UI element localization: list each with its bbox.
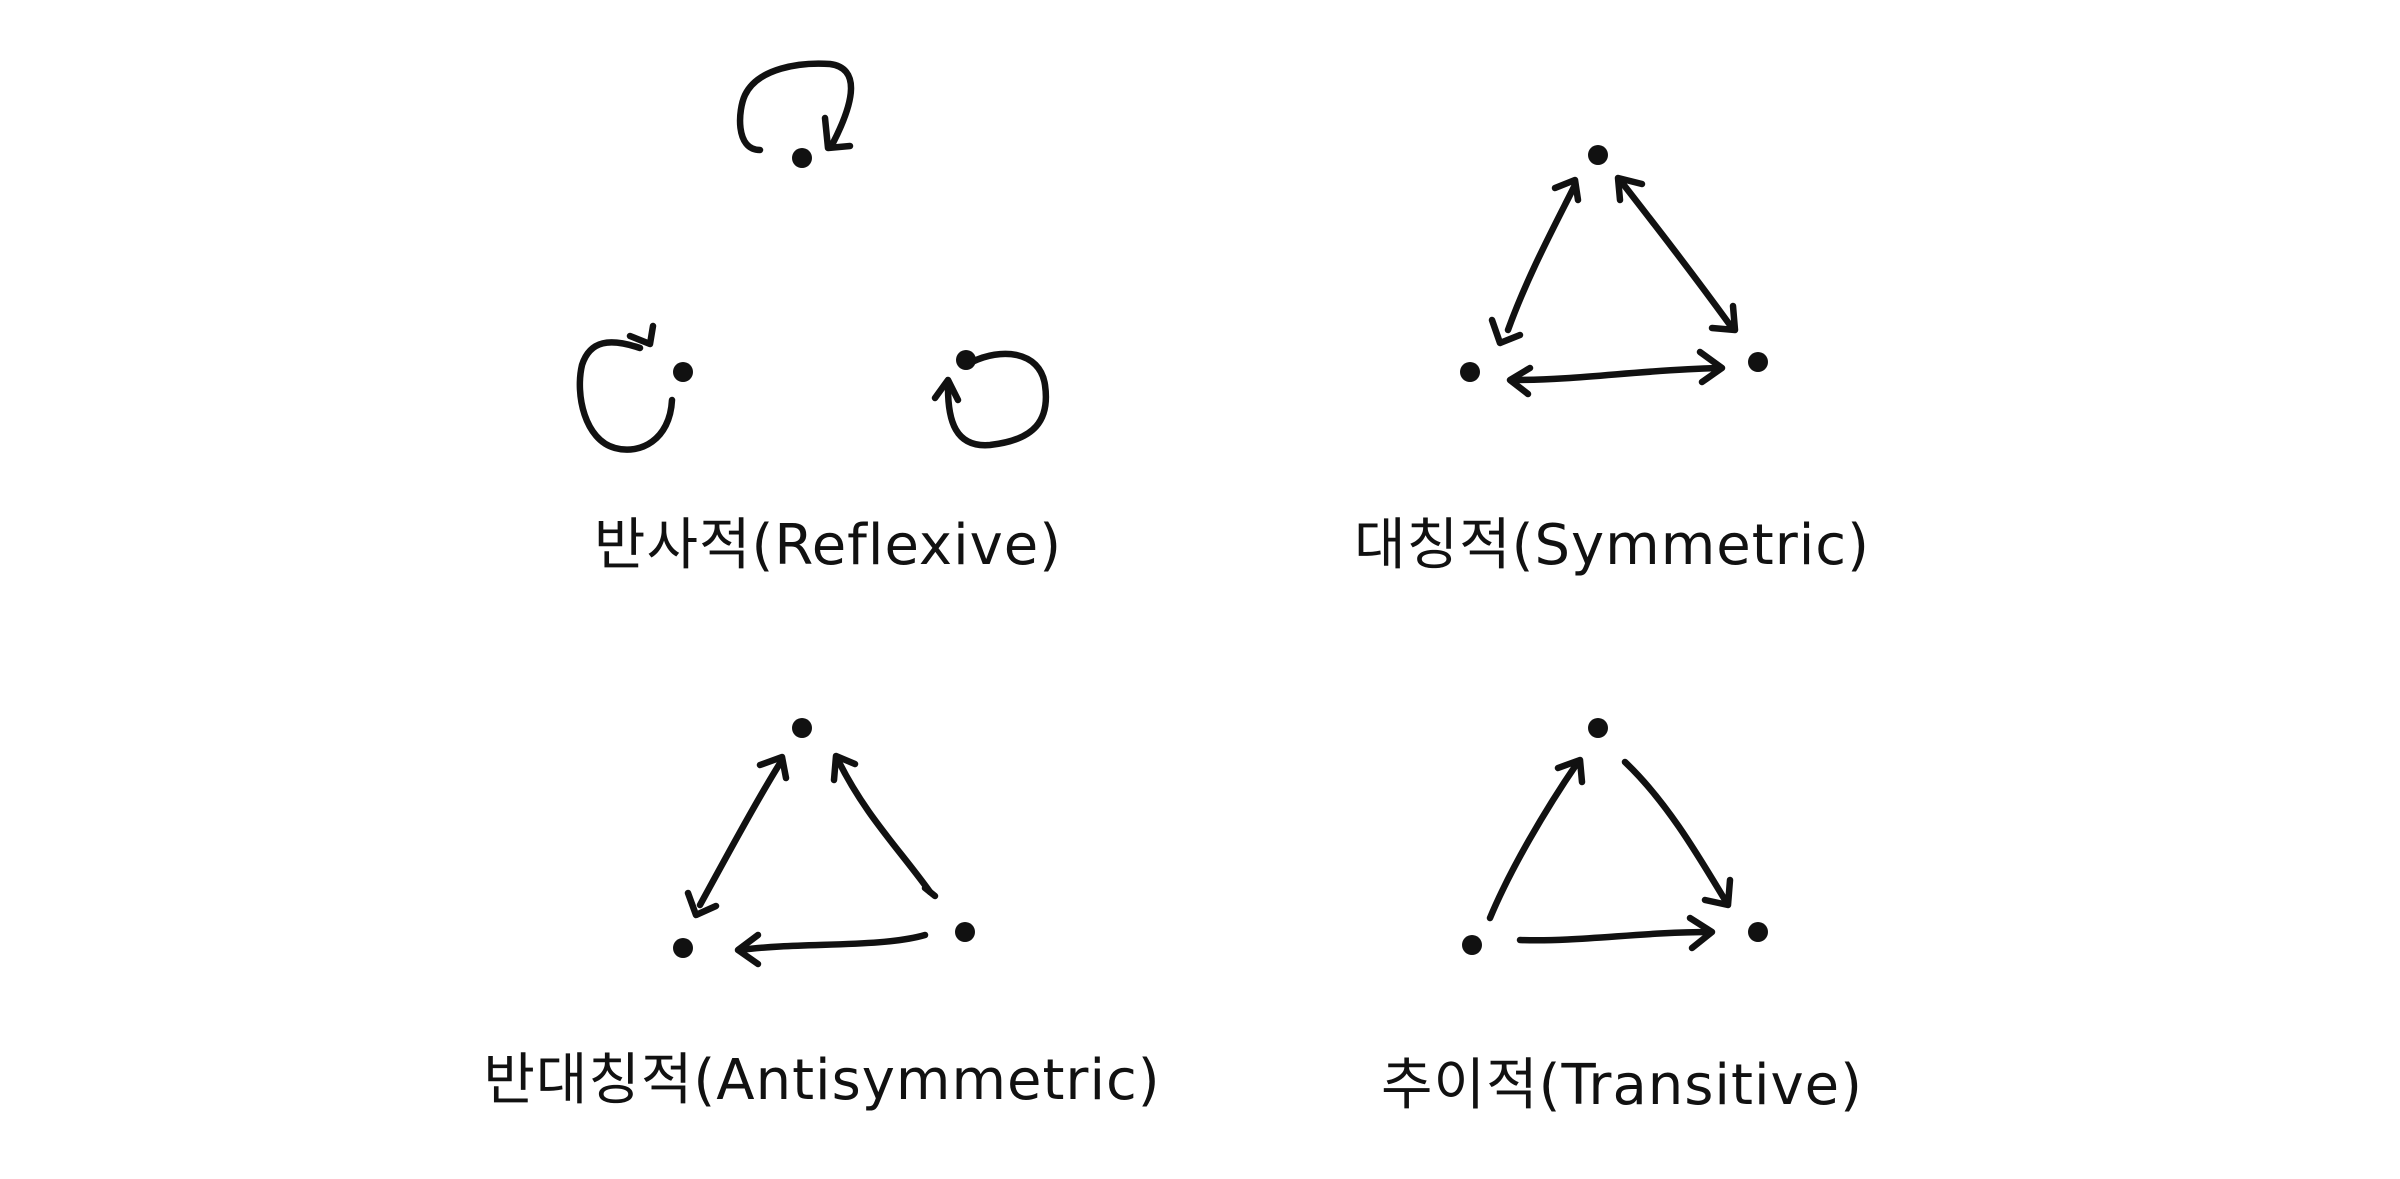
node-left bbox=[673, 362, 693, 382]
edge-top-left bbox=[1504, 181, 1579, 334]
self-loop-left-arrowhead bbox=[626, 322, 657, 348]
node-left bbox=[1462, 935, 1482, 955]
edge-top-left-arrowhead-top bbox=[756, 753, 790, 782]
reflexive-diagram bbox=[576, 60, 1050, 453]
edge-left-to-right-arrowhead bbox=[1686, 914, 1716, 952]
node-left bbox=[673, 938, 693, 958]
edge-top-left-arrowhead-bottom bbox=[1488, 316, 1524, 347]
edge-top-left bbox=[696, 756, 786, 909]
node-top bbox=[1588, 718, 1608, 738]
edge-left-right-arrowhead-left bbox=[1506, 364, 1534, 398]
edge-top-to-right-arrowhead bbox=[1701, 876, 1734, 909]
node-left bbox=[1460, 362, 1480, 382]
edge-right-to-left-arrowhead bbox=[734, 931, 762, 968]
edge-right-to-left bbox=[736, 931, 929, 954]
node-right bbox=[1748, 352, 1768, 372]
edge-top-left-arrowhead-bottom bbox=[684, 889, 720, 919]
antisymmetric-label: 반대칭적(Antisymmetric) bbox=[483, 1048, 1161, 1113]
node-right bbox=[1748, 922, 1768, 942]
edge-right-to-top bbox=[834, 756, 934, 896]
node-top bbox=[1588, 145, 1608, 165]
edge-left-right bbox=[1511, 364, 1722, 384]
edge-top-right-arrowhead-bottom bbox=[1708, 302, 1739, 334]
edge-top-right-arrowhead-top bbox=[1614, 174, 1646, 204]
self-loop-right bbox=[944, 350, 1050, 449]
self-loop-top-arrowhead bbox=[821, 114, 854, 152]
transitive-label: 추이적(Transitive) bbox=[1381, 1053, 1863, 1118]
edge-right-to-top-tail bbox=[921, 884, 939, 900]
self-loop-top bbox=[736, 60, 855, 154]
node-top bbox=[792, 718, 812, 738]
self-loop-right-arrowhead bbox=[931, 376, 962, 404]
edge-top-right bbox=[1616, 176, 1734, 329]
symmetric-label: 대칭적(Symmetric) bbox=[1354, 513, 1870, 578]
node-top bbox=[792, 148, 812, 168]
edge-left-right-arrowhead-right bbox=[1696, 348, 1726, 386]
node-right bbox=[955, 922, 975, 942]
reflexive-label: 반사적(Reflexive) bbox=[593, 513, 1063, 578]
edge-top-left-arrowhead-top bbox=[1551, 176, 1582, 204]
transitive-diagram bbox=[1462, 718, 1768, 955]
symmetric-diagram bbox=[1460, 145, 1768, 398]
edge-top-to-right bbox=[1621, 758, 1729, 904]
antisymmetric-diagram bbox=[673, 718, 975, 968]
edge-left-to-top bbox=[1486, 758, 1582, 922]
edge-left-to-right bbox=[1516, 928, 1714, 944]
edge-left-to-top-arrowhead bbox=[1554, 756, 1586, 786]
self-loop-left bbox=[576, 339, 676, 453]
edge-right-to-top-arrowhead bbox=[830, 752, 859, 784]
